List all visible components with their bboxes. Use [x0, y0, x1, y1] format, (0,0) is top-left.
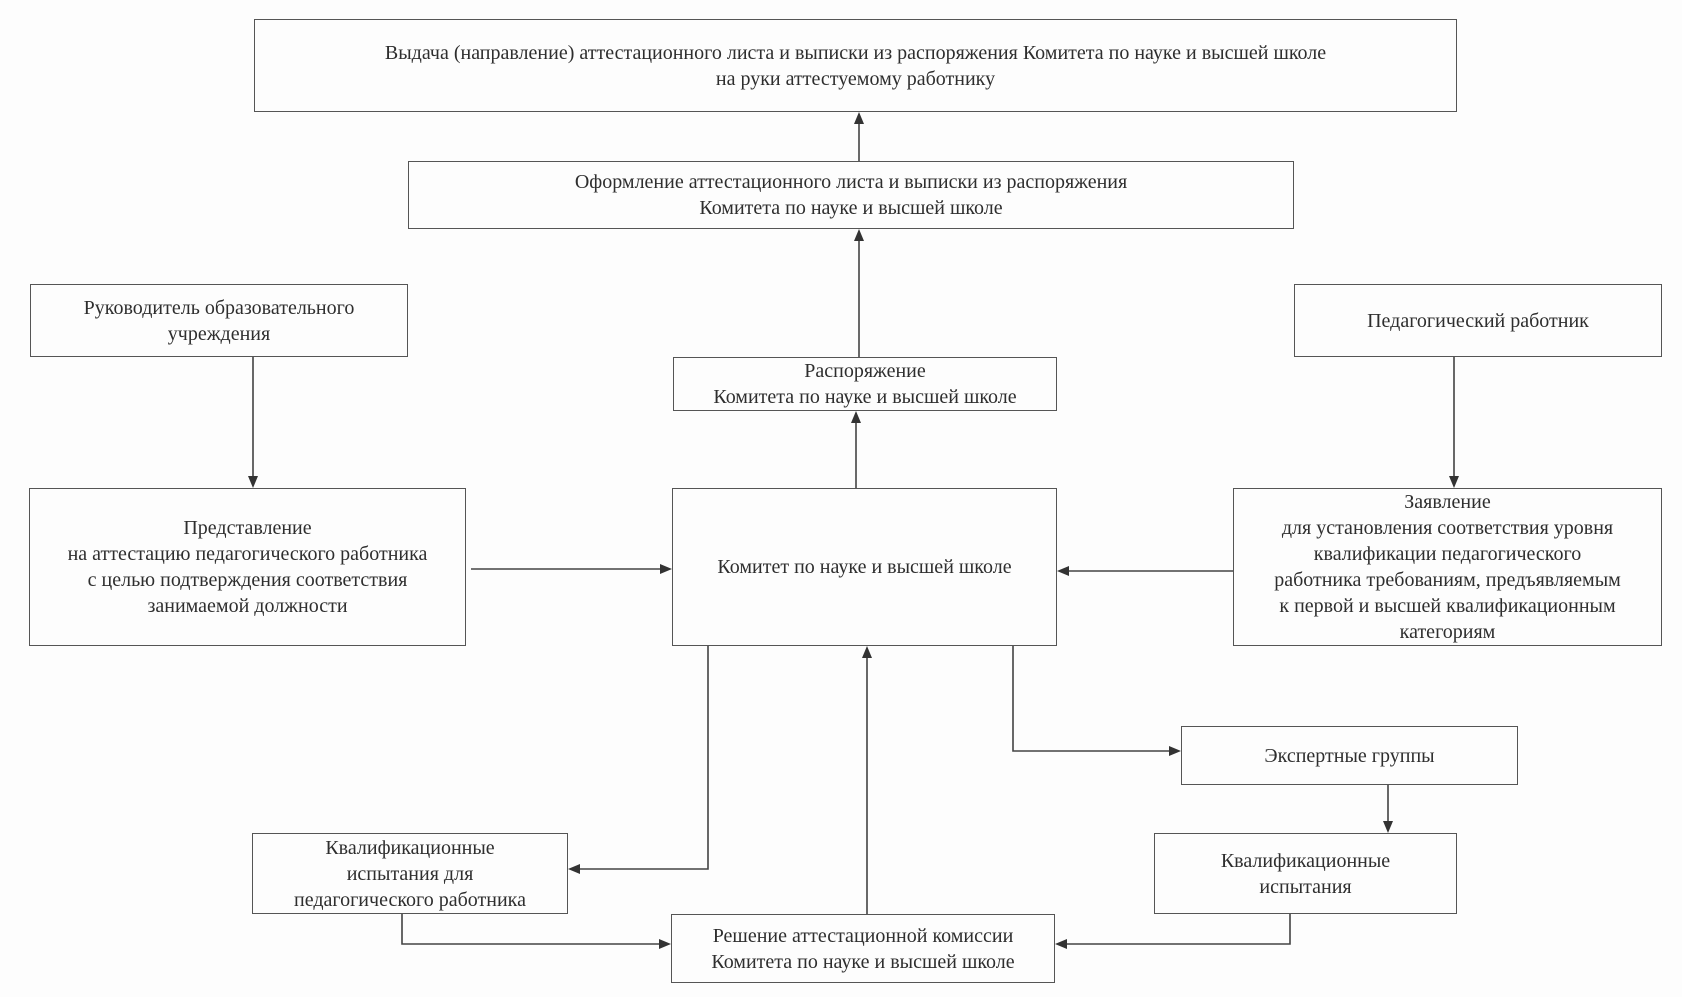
- edge-committee-to-tests-teacher: [568, 646, 709, 874]
- decision-line-2: Комитета по науке и высшей школе: [711, 950, 1015, 973]
- submission-box: Представление на аттестацию педагогическ…: [29, 488, 466, 646]
- edge-committee-to-experts: [1012, 646, 1181, 756]
- arrowhead-icon: [568, 864, 580, 874]
- arrowhead-icon: [1055, 939, 1067, 949]
- tests-teacher-line-3: педагогического работника: [294, 888, 526, 911]
- edge-teacher-to-application: [1449, 357, 1459, 488]
- head-line-1: Руководитель образовательного: [83, 296, 355, 319]
- head-box: Руководитель образовательного учреждения: [30, 284, 408, 357]
- prepare-line-1: Оформление аттестационного листа и выпис…: [574, 171, 1128, 193]
- order-line-1: Распоряжение: [804, 360, 926, 382]
- arrowhead-icon: [854, 229, 864, 241]
- submission-line-4: занимаемой должности: [147, 595, 348, 617]
- application-line-3: квалификации педагогического: [1313, 543, 1582, 565]
- arrowhead-icon: [1449, 476, 1459, 488]
- issue-line-1: Выдача (направление) аттестационного лис…: [384, 41, 1327, 64]
- issue-box: Выдача (направление) аттестационного лис…: [254, 19, 1457, 112]
- edge-committee-to-tests-teacher-line: [580, 646, 709, 870]
- tests-teacher-box: Квалификационные испытания для педагогич…: [252, 833, 568, 914]
- submission-line-3: с целью подтверждения соответствия: [87, 569, 408, 591]
- experts-line-1: Экспертные группы: [1264, 744, 1435, 767]
- decision-box: Решение аттестационной комиссии Комитета…: [671, 914, 1055, 983]
- edge-submission-to-committee: [471, 564, 672, 574]
- committee-line-1: Комитет по науке и высшей школе: [717, 556, 1012, 578]
- application-line-5: к первой и высшей квалификационным: [1279, 595, 1616, 617]
- edge-committee-to-experts-line: [1012, 646, 1169, 752]
- prepare-box: Оформление аттестационного листа и выпис…: [408, 161, 1294, 229]
- application-box: Заявление для установления соответствия …: [1233, 488, 1662, 646]
- application-line-2: для установления соответствия уровня: [1281, 517, 1614, 539]
- edge-tests-to-decision-line: [1067, 914, 1291, 945]
- edge-decision-to-committee: [862, 646, 872, 914]
- edge-head-to-submission: [248, 357, 258, 488]
- edge-tests-teacher-to-decision-line: [401, 914, 659, 945]
- edge-tests-teacher-to-decision: [401, 914, 671, 949]
- order-line-2: Комитета по науке и высшей школе: [713, 386, 1017, 408]
- application-line-4: работника требованиям, предъявляемым: [1274, 569, 1621, 591]
- submission-line-2: на аттестацию педагогического работника: [67, 543, 428, 565]
- arrowhead-icon: [862, 646, 872, 658]
- prepare-line-2: Комитета по науке и высшей школе: [699, 197, 1003, 219]
- arrowhead-icon: [1169, 746, 1181, 756]
- teacher-box: Педагогический работник: [1294, 284, 1662, 357]
- arrowhead-icon: [1383, 821, 1393, 833]
- arrowhead-icon: [1057, 566, 1069, 576]
- application-line-6: категориям: [1399, 621, 1496, 643]
- edge-order-to-prepare: [854, 229, 864, 357]
- tests-teacher-line-2: испытания для: [346, 862, 474, 885]
- edge-tests-to-decision: [1055, 914, 1291, 949]
- application-line-1: Заявление: [1404, 491, 1491, 513]
- head-line-2: учреждения: [167, 322, 271, 345]
- experts-box: Экспертные группы: [1181, 726, 1518, 785]
- arrowhead-icon: [851, 411, 861, 423]
- decision-line-1: Решение аттестационной комиссии: [712, 924, 1014, 947]
- arrowhead-icon: [854, 112, 864, 124]
- tests-box: Квалификационные испытания: [1154, 833, 1457, 914]
- edge-prepare-to-issue: [854, 112, 864, 161]
- arrowhead-icon: [660, 564, 672, 574]
- tests-teacher-line-1: Квалификационные: [325, 836, 495, 859]
- teacher-line-1: Педагогический работник: [1367, 309, 1589, 332]
- submission-line-1: Представление: [183, 517, 312, 539]
- committee-box: Комитет по науке и высшей школе: [672, 488, 1057, 646]
- tests-line-2: испытания: [1259, 875, 1352, 898]
- arrowhead-icon: [248, 476, 258, 488]
- edge-committee-to-order: [851, 411, 861, 488]
- arrowhead-icon: [659, 939, 671, 949]
- tests-line-1: Квалификационные: [1220, 849, 1391, 872]
- issue-line-2: на руки аттестуемому работнику: [715, 67, 996, 90]
- edge-experts-to-tests: [1383, 785, 1393, 833]
- edge-application-to-committee: [1057, 566, 1233, 576]
- order-box: Распоряжение Комитета по науке и высшей …: [673, 357, 1057, 411]
